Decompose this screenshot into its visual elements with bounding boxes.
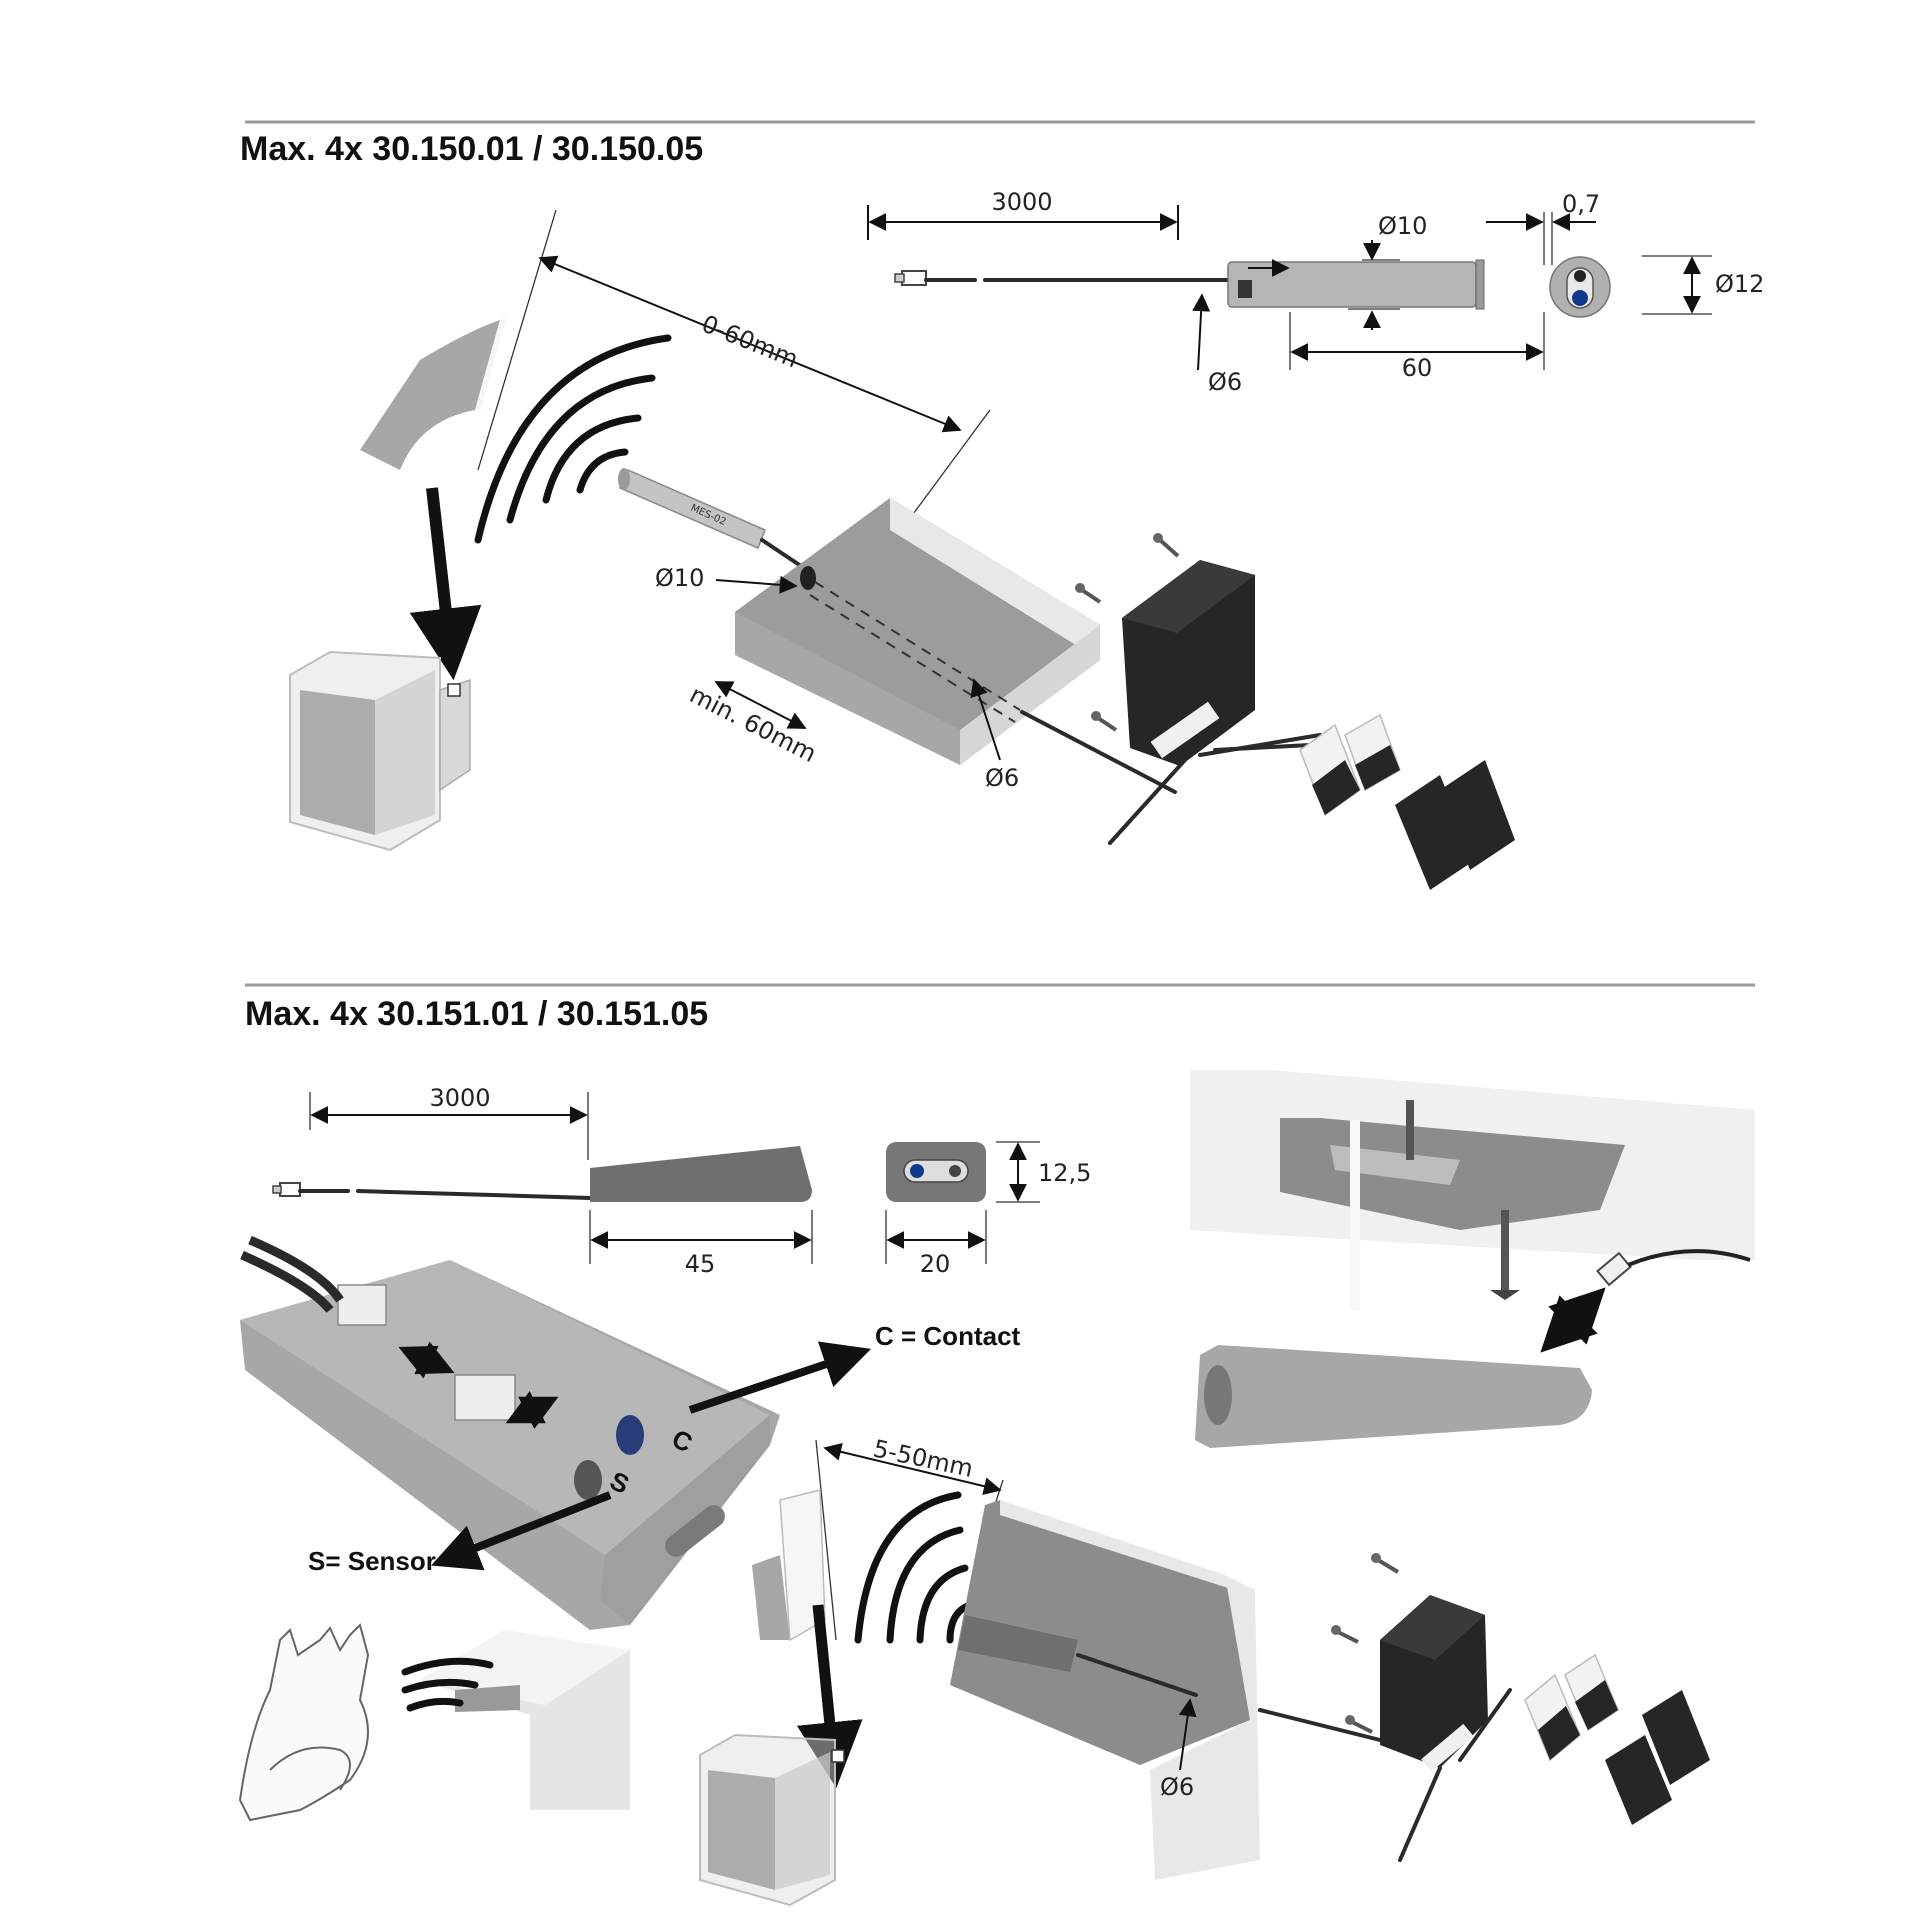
cabinet-door-panel-2 [752,1439,837,1642]
dimension-thickness: 0,7 [1562,190,1600,218]
dimension-cable-length-2: 3000 [429,1084,490,1112]
cabinet-door-panel [360,209,557,471]
dimension-sensor-height: 12,5 [1038,1159,1091,1187]
connect-arrow [1540,1287,1606,1353]
flat-sensor-body [590,1146,812,1202]
rod-sensor-3d: MES-02 [618,468,812,574]
move-arrow-2 [796,1604,863,1789]
adhesive-pads [1299,713,1515,890]
screw-icon [1345,1715,1373,1734]
switch-driver-box-2 [1380,1595,1512,1862]
small-shelf [420,1630,630,1810]
wave-small [401,1657,494,1676]
glass-cup-2 [699,1733,845,1907]
detection-waves [474,334,672,544]
sensor-callout: S= Sensor [308,1546,436,1576]
channel-diameter-label-2: Ø6 [1160,1773,1194,1801]
dimension-sensor-width: 20 [920,1250,951,1278]
range-label: 0-60mm [698,310,802,374]
sensor-housing-open: C S [240,1235,780,1630]
screw-icon [1331,1625,1359,1644]
min-depth-label: min. 60mm [685,680,821,768]
sensor-end-view [1549,256,1611,318]
dimension-diameter-cable: Ø6 [1208,368,1242,396]
screw-icon [1153,533,1180,558]
flat-sensor-technical-drawing: 3000 45 20 12,5 [272,1084,1091,1278]
contact-arrow [688,1341,872,1414]
switch-driver-box [1108,560,1322,845]
range-dimension-line [538,255,962,433]
shelf-block [735,498,1177,794]
connector-plug-icon [1596,1251,1632,1287]
connector-plug-icon [894,270,927,286]
section1-heading: Max. 4x 30.150.01 / 30.150.05 [240,130,703,168]
channel-diameter-label: Ø6 [985,764,1019,792]
screw-icon [1075,583,1102,604]
range-dimension-line-2 [823,1443,1002,1495]
rod-sensor-technical-drawing: 3000 Ø10 Ø6 60 0,7 [867,188,1764,396]
shelf-block-2 [950,1500,1442,1880]
sensor-front-view [886,1142,986,1202]
hole-diameter-label: Ø10 [655,564,704,592]
dimension-diameter-top: Ø10 [1378,212,1427,240]
glass-cup [289,650,471,852]
dimension-sensor-length-2: 45 [685,1250,716,1278]
adhesive-pads-2 [1524,1653,1710,1825]
hand-wave-icon [238,1623,370,1822]
sensor-arrow [431,1491,612,1571]
min-depth-line [714,681,807,729]
section2-heading: Max. 4x 30.151.01 / 30.151.05 [245,995,708,1033]
dimension-diameter-end: Ø12 [1715,270,1764,298]
move-arrow [409,487,482,681]
contact-callout: C = Contact [875,1321,1021,1351]
screw-icon [1091,711,1118,732]
range-label-2: 5-50mm [871,1434,976,1482]
connector-plug-icon [272,1182,301,1197]
dimension-cable-length: 3000 [991,188,1052,216]
dimension-sensor-length: 60 [1402,354,1433,382]
detection-waves-2 [854,1491,974,1644]
mounting-plate-exploded [1190,1070,1755,1448]
screw-icon [1371,1553,1400,1574]
